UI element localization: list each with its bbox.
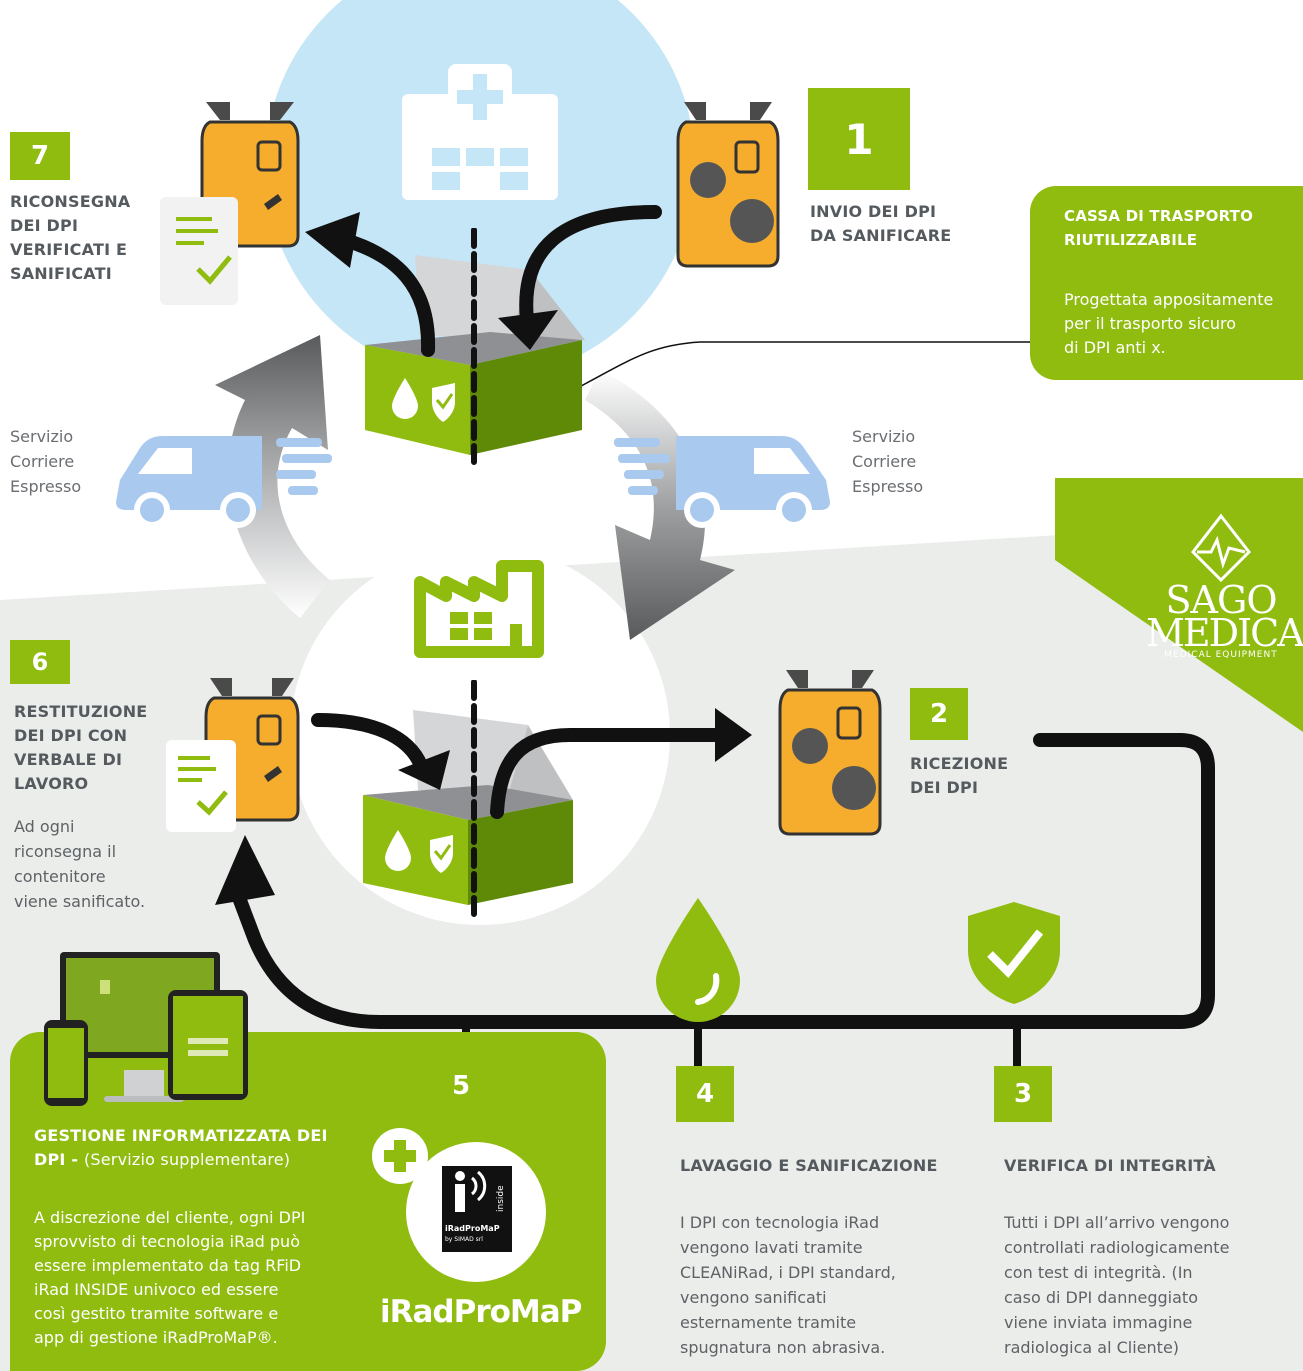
apron-icon-step2 [778, 670, 882, 836]
transport-box-lower [363, 710, 573, 905]
irad-tag-sub: by SIMAD srl [445, 1236, 483, 1243]
big-arrow-right [585, 370, 735, 640]
sago-medica-logo: SAGO MEDICA MEDICAL EQUIPMENT [1146, 512, 1303, 662]
step-2-number: 2 [910, 688, 968, 740]
callout-body: Progettata appositamente per il trasport… [1064, 290, 1274, 357]
damage-icon [832, 766, 876, 810]
step-5-panel: 5 GESTIONE INFORMATIZZATA DEI DPI - (Ser… [10, 1032, 606, 1371]
damage-icon [792, 728, 828, 764]
shield-check-icon [968, 902, 1060, 1004]
step-5-body: A discrezione del cliente, ogni DPI spro… [34, 1208, 306, 1347]
damage-icon [730, 199, 774, 243]
step-4-number: 4 [676, 1066, 734, 1122]
devices-mockup [44, 952, 248, 1106]
van-icon-right [614, 436, 830, 528]
hospital-icon [402, 64, 558, 200]
step-2-title: RICEZIONE DEI DPI [910, 754, 1009, 797]
brand-name-line2: MEDICA [1146, 611, 1303, 655]
step-4-body: I DPI con tecnologia iRad vengono lavati… [680, 1213, 896, 1357]
irad-tag-side: inside [496, 1185, 506, 1212]
drop-icon [656, 898, 740, 1022]
irad-tag-icon: inside iRadProMaP by SIMAD srl [442, 1166, 512, 1252]
callout-card: CASSA DI TRASPORTO RIUTILIZZABILE Proget… [1030, 186, 1303, 380]
step-1-title: INVIO DEI DPI DA SANIFICARE [810, 202, 952, 245]
plus-icon [372, 1128, 428, 1184]
courier-label-right: Servizio Corriere Espresso [852, 427, 924, 496]
step-5-number: 5 [432, 1058, 490, 1114]
apron-icon-step1 [676, 102, 780, 268]
irad-wordmark: iRadProMaP [380, 1294, 582, 1330]
van-icon-left [116, 436, 332, 528]
brand-tagline: MEDICAL EQUIPMENT [1164, 650, 1278, 660]
step-3-title: VERIFICA DI INTEGRITÀ [1004, 1156, 1216, 1175]
callout-title: CASSA DI TRASPORTO RIUTILIZZABILE [1064, 207, 1254, 249]
damage-icon [690, 162, 726, 198]
brand-mark-icon [1191, 513, 1251, 583]
big-arrow-left [215, 335, 330, 618]
rfid-signal-icon [455, 1170, 487, 1212]
step-7-number: 7 [10, 132, 70, 180]
step-5-title: GESTIONE INFORMATIZZATA DEI DPI - (Servi… [34, 1126, 328, 1169]
courier-label-left: Servizio Corriere Espresso [10, 427, 82, 496]
loop-arrow-head [215, 835, 275, 905]
step-6-title: RESTITUZIONE DEI DPI CON VERBALE DI LAVO… [14, 702, 148, 793]
document-card-step7 [160, 197, 238, 305]
step-7-title: RICONSEGNA DEI DPI VERIFICATI E SANIFICA… [10, 192, 131, 283]
checked-document-icon [178, 756, 228, 816]
irad-tag-name: iRadProMaP [445, 1224, 500, 1233]
stem-4 [694, 1022, 702, 1068]
dashed-divider-lower [471, 680, 477, 920]
factory-icon [414, 560, 544, 658]
irad-badge: inside iRadProMaP by SIMAD srl [406, 1142, 546, 1282]
step-6-number: 6 [10, 640, 70, 684]
step-4-title: LAVAGGIO E SANIFICAZIONE [680, 1156, 938, 1175]
callout-leader [569, 341, 1030, 393]
step-3-number: 3 [994, 1066, 1052, 1122]
stem-3 [1013, 1022, 1021, 1068]
loop-arrow [231, 733, 1215, 1029]
step-6-body: Ad ogni riconsegna il contenitore viene … [14, 817, 146, 911]
step-3-body: Tutti i DPI all’arrivo vengono controlla… [1004, 1213, 1230, 1357]
brand-name-line1: SAGO [1165, 578, 1278, 622]
dashed-divider-upper [471, 228, 477, 468]
document-card-step6 [166, 740, 236, 832]
checked-document-icon [176, 217, 232, 285]
step-1-number: 1 [808, 88, 910, 190]
